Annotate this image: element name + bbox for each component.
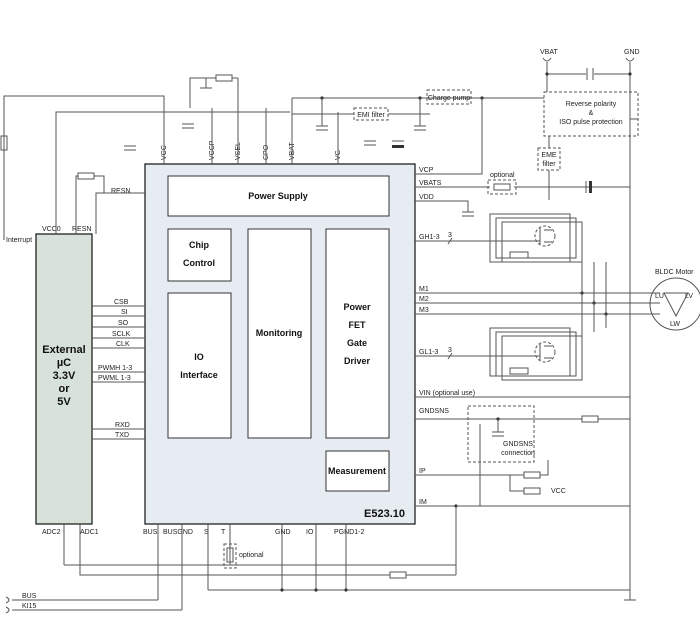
bldc-motor: [649, 277, 700, 331]
optional-top-box: [487, 179, 517, 195]
resistor-interrupt: [0, 135, 8, 151]
io-interface-block: [167, 292, 232, 439]
pin-vdd: VDD: [419, 194, 434, 201]
mcu-label-3: 3.3V: [53, 370, 76, 382]
eme-filter-1: EME: [541, 152, 557, 159]
pin-pwmh: PWMH 1-3: [98, 365, 132, 372]
reverse-polarity-3: ISO pulse protection: [559, 119, 623, 126]
io-interface-label-2: Interface: [180, 370, 218, 380]
gndsns-conn-2: connection: [501, 450, 535, 457]
pin-busgnd: BUSGND: [163, 529, 193, 536]
resistor-vbats: [493, 183, 511, 191]
pin-txd: TXD: [115, 432, 129, 439]
pin-pgnd: PGND1-2: [334, 529, 364, 536]
gndsns-conn-1: GNDSNS: [503, 441, 533, 448]
chip-name: E523.10: [364, 508, 405, 520]
pin-ip: IP: [419, 468, 426, 475]
pin-si: SI: [121, 309, 128, 316]
mcu-pin-vcc0: VCC0: [42, 226, 61, 233]
mcu-label-5: 5V: [57, 396, 71, 408]
measurement-label: Measurement: [328, 466, 386, 476]
power-fet-label-2: FET: [349, 320, 367, 330]
phase-lv: LV: [685, 293, 693, 300]
gh-count: 3: [448, 232, 452, 239]
pin-io: IO: [306, 529, 314, 536]
mcu-label-4: or: [59, 383, 71, 395]
gndsns-connection-box: [467, 405, 535, 463]
pin-pwml: PWML 1-3: [98, 375, 131, 382]
bus-line-label: BUS: [22, 593, 37, 600]
charge-pump-label: Charge pump: [428, 95, 471, 102]
pin-m2: M2: [419, 296, 429, 303]
power-fet-label-1: Power: [343, 302, 371, 312]
pin-vbats: VBATS: [419, 180, 442, 187]
reverse-polarity-1: Reverse polarity: [566, 101, 617, 108]
vcc-small-label: VCC: [551, 488, 566, 495]
pin-t: T: [221, 529, 226, 536]
mcu-pin-adc2: ADC2: [42, 529, 61, 536]
io-interface-label-1: IO: [194, 352, 204, 362]
eme-filter-2: filter: [542, 161, 556, 168]
power-fet-label-3: Gate: [347, 338, 367, 348]
monitoring-label: Monitoring: [256, 328, 303, 338]
pin-so: SO: [118, 320, 129, 327]
optional-bottom-box: [223, 543, 237, 569]
reverse-polarity-box: [543, 91, 639, 137]
gl-count: 3: [448, 347, 452, 354]
power-supply-block: [167, 175, 390, 217]
reverse-polarity-2: &: [589, 110, 594, 117]
mcu-label-2: µC: [57, 357, 71, 369]
power-fet-block: [325, 228, 390, 439]
mcu-block: [35, 233, 93, 525]
phase-lw: LW: [670, 321, 680, 328]
pin-m1: M1: [419, 286, 429, 293]
resistor-vsel: [215, 74, 233, 82]
interrupt-label: Interrupt: [6, 237, 32, 244]
motor-winding: [663, 292, 689, 318]
pin-gh: GH1-3: [419, 234, 440, 241]
emi-filter-label: EMI filter: [357, 112, 385, 119]
power-fet-label-4: Driver: [344, 356, 371, 366]
mcu-pin-resn: RESN: [72, 226, 91, 233]
measurement-block: [325, 450, 390, 492]
pin-gnd: GND: [275, 529, 291, 536]
pin-vcp: VCP: [419, 167, 434, 174]
pin-s: S: [204, 529, 209, 536]
optional-bottom-label: optional: [239, 552, 264, 559]
pin-bus: BUS: [143, 529, 158, 536]
resistor-resn: [77, 172, 95, 180]
pin-m3: M3: [419, 307, 429, 314]
pin-im: IM: [419, 499, 427, 506]
pin-gndsns: GNDSNS: [419, 408, 449, 415]
ki15-terminal: [5, 606, 10, 614]
ki15-line-label: KI15: [22, 603, 37, 610]
mcu-pin-adc1: ADC1: [80, 529, 99, 536]
charge-pump-box: [426, 89, 472, 105]
vbat-terminal: [542, 57, 552, 62]
pin-vin: VIN (optional use): [419, 390, 475, 397]
gnd-label: GND: [624, 49, 640, 56]
monitoring-block: [247, 228, 312, 439]
pin-csb: CSB: [114, 299, 129, 306]
chip-control-label-1: Chip: [189, 240, 209, 250]
mcu-label-1: External: [42, 344, 85, 356]
chip-control-label-2: Control: [183, 258, 215, 268]
pin-sclk: SCLK: [112, 331, 131, 338]
highside-fet-stack: [489, 213, 583, 263]
optional-top-label: optional: [490, 172, 515, 179]
pin-gl: GL1-3: [419, 349, 439, 356]
bus-terminal: [5, 596, 10, 604]
chip-control-block: [167, 228, 232, 282]
gnd-terminal: [625, 57, 635, 62]
pin-clk: CLK: [116, 341, 130, 348]
power-supply-label: Power Supply: [248, 191, 308, 201]
phase-lu: LU: [655, 293, 664, 300]
pin-rxd: RXD: [115, 422, 130, 429]
pin-resn: RESN: [111, 188, 130, 195]
lowside-fet-stack: [489, 327, 583, 381]
vbat-label: VBAT: [540, 49, 558, 56]
bldc-motor-label: BLDC Motor: [655, 269, 694, 276]
